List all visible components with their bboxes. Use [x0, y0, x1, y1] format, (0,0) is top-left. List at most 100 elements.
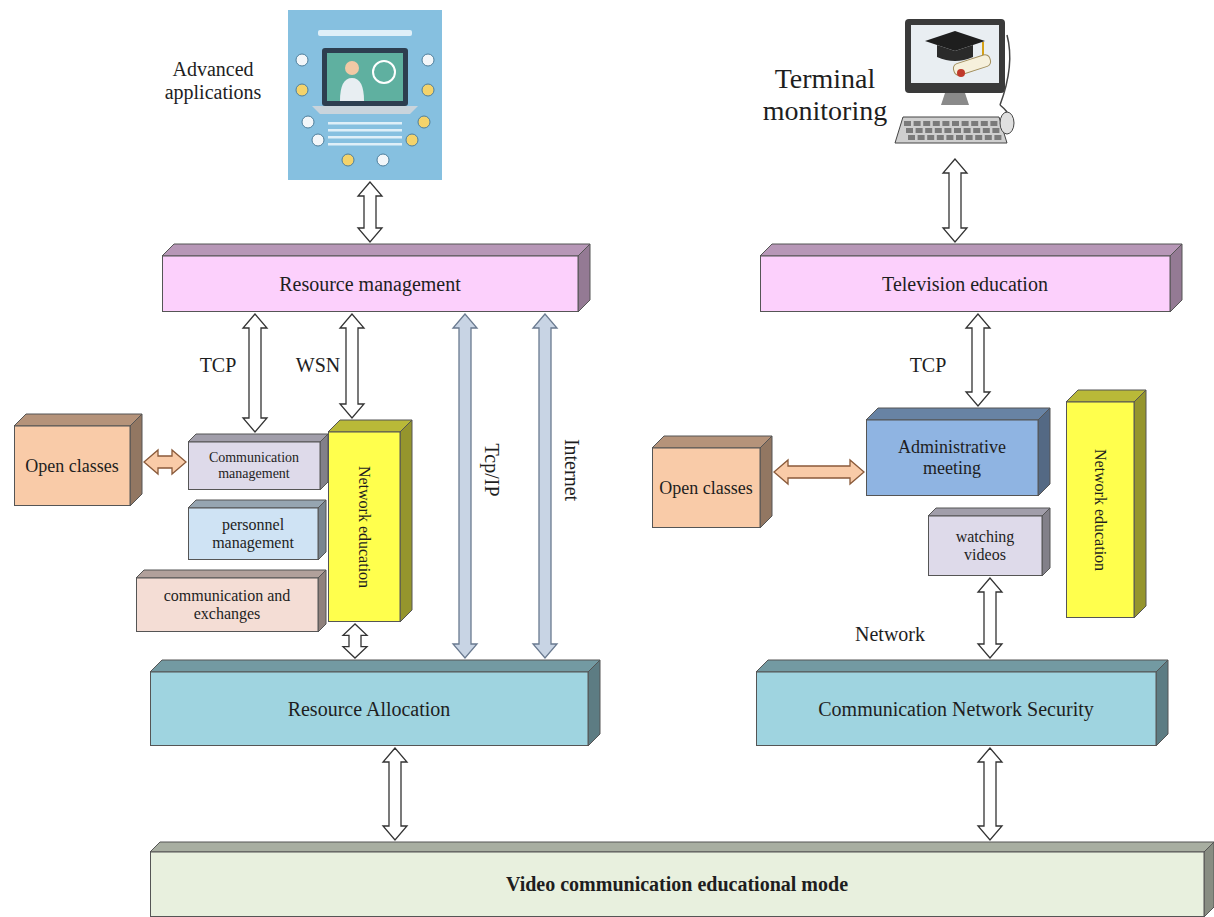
- box-side-face: [760, 436, 772, 528]
- box-top-face: [162, 244, 590, 256]
- graduation-cap: [925, 31, 985, 51]
- box-front-face: [15, 426, 131, 506]
- key: [994, 135, 1001, 140]
- box-front-face: [151, 672, 589, 746]
- key: [975, 135, 982, 140]
- small-icon: [377, 154, 389, 166]
- layer-box: Resource management: [162, 244, 590, 312]
- small-icon: [418, 116, 430, 128]
- box-front-face: [329, 432, 401, 622]
- poster-ground: [288, 10, 442, 180]
- mouse-cable: [1000, 35, 1010, 105]
- key: [992, 128, 999, 133]
- module-box: Administrative meeting: [866, 408, 1050, 496]
- box-side-face: [588, 660, 600, 746]
- box-top-face: [188, 434, 328, 442]
- box-label: Communication Network Security: [818, 698, 1094, 721]
- key: [904, 121, 911, 126]
- box-front-face: [653, 448, 761, 528]
- text-stripe: [328, 136, 402, 139]
- box-side-face: [1156, 660, 1168, 746]
- box-face: Resource Allocation: [150, 672, 588, 746]
- key: [918, 135, 925, 140]
- key: [908, 135, 915, 140]
- key: [925, 128, 932, 133]
- box-label: Network education: [1091, 449, 1109, 571]
- diploma-seal: [957, 69, 965, 77]
- protocol-label: WSN: [296, 355, 340, 375]
- box-top-face: [150, 842, 1214, 852]
- monitor-stand: [941, 93, 969, 105]
- box-front-face: [163, 256, 579, 312]
- box-label: Video communication educational mode: [506, 873, 848, 896]
- text-stripe: [328, 122, 402, 125]
- block-arrow: [966, 314, 990, 406]
- box-face: personnel management: [188, 508, 318, 560]
- protocol-label: TCP: [200, 355, 237, 375]
- box-face: Video communication educational mode: [150, 852, 1204, 917]
- small-icon: [422, 54, 434, 66]
- online-education-illustration: [288, 10, 442, 180]
- box-top-face: [760, 244, 1182, 256]
- vertical-box: Network education: [1066, 390, 1146, 618]
- block-arrow: [358, 182, 382, 242]
- box-label: communication and exchanges: [142, 587, 312, 624]
- box-face: Open classes: [652, 448, 760, 528]
- key: [937, 135, 944, 140]
- key: [946, 135, 953, 140]
- box-face: Network education: [328, 432, 400, 622]
- layer-box: Resource Allocation: [150, 660, 600, 746]
- box-face: Communication Network Security: [756, 672, 1156, 746]
- box-top-face: [756, 660, 1168, 672]
- teacher-body: [340, 78, 364, 101]
- key: [973, 128, 980, 133]
- block-arrow: [774, 460, 864, 484]
- cap-base: [937, 45, 973, 61]
- box-side-face: [1134, 390, 1146, 618]
- key: [916, 128, 923, 133]
- small-icon: [342, 154, 354, 166]
- protocol-label: Tcp/IP: [482, 443, 502, 496]
- vertical-box: Network education: [328, 420, 412, 622]
- protocol-label: Network: [855, 624, 925, 644]
- box-front-face: [1067, 402, 1135, 618]
- illustration-node: Terminal monitoring: [895, 5, 1020, 157]
- block-arrow: [453, 314, 477, 658]
- key: [906, 128, 913, 133]
- teacher-head: [345, 61, 359, 75]
- box-front-face: [189, 508, 319, 560]
- box-side-face: [320, 434, 328, 490]
- box-front-face: [761, 256, 1171, 312]
- box-top-face: [136, 570, 326, 578]
- key: [983, 128, 990, 133]
- box-top-face: [14, 414, 142, 426]
- box-front-face: [151, 852, 1205, 917]
- monitor: [905, 19, 1005, 93]
- box-label: Resource Allocation: [288, 698, 451, 721]
- box-side-face: [318, 500, 326, 560]
- block-arrow: [943, 159, 967, 242]
- illustration-caption: Advanced applications: [148, 58, 278, 104]
- module-box: watching videos: [928, 508, 1050, 576]
- key: [985, 135, 992, 140]
- box-side-face: [318, 570, 326, 632]
- key: [923, 121, 930, 126]
- box-top-face: [150, 660, 600, 672]
- diploma: [952, 53, 992, 76]
- block-arrow: [978, 748, 1002, 840]
- layer-box: Communication Network Security: [756, 660, 1168, 746]
- key: [927, 135, 934, 140]
- box-side-face: [1170, 244, 1182, 312]
- box-face: Television education: [760, 256, 1170, 312]
- side-box: Open classes: [14, 414, 142, 506]
- box-front-face: [757, 672, 1157, 746]
- protocol-label: TCP: [910, 355, 947, 375]
- box-side-face: [1204, 842, 1214, 917]
- box-front-face: [189, 442, 321, 490]
- block-arrow: [340, 314, 364, 418]
- small-icon: [296, 54, 308, 66]
- text-stripe: [328, 129, 402, 132]
- key: [966, 135, 973, 140]
- box-top-face: [1066, 390, 1146, 402]
- block-arrow: [343, 624, 367, 658]
